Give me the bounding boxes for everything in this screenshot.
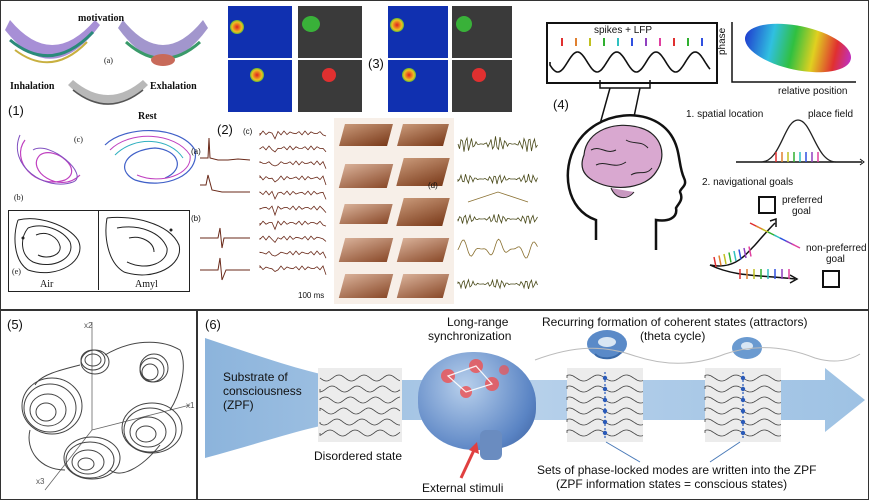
contour-map-air <box>14 218 81 274</box>
phase-axes <box>731 22 856 83</box>
non-preferred-label: non-preferred <box>806 243 867 254</box>
recurring-formation-label: Recurring formation of coherent states (… <box>542 315 808 329</box>
caption-connectors <box>605 441 741 463</box>
axis-x1-label: x1 <box>186 401 195 410</box>
eeg-traces <box>457 136 538 290</box>
external-stimuli-label: External stimuli <box>422 481 504 495</box>
inhalation-label: Inhalation <box>10 81 55 92</box>
place-field-curve <box>736 119 865 166</box>
mesh-surface-exhalation <box>118 20 208 66</box>
zpf-information-label: (ZPF information states = conscious stat… <box>556 477 788 491</box>
mesh-surface-inhalation <box>5 20 100 64</box>
sublabel-2a: (a) <box>191 147 201 156</box>
contour-map-box <box>8 210 190 292</box>
scale-bar-label: 100 ms <box>298 291 325 300</box>
place-field-label: place field <box>808 109 854 120</box>
lfp-spikes-plot <box>549 38 711 73</box>
rest-label: Rest <box>138 111 157 122</box>
theta-cycle-label: (theta cycle) <box>640 329 706 343</box>
preferred-goal-box <box>758 196 776 214</box>
panel-3-label: (3) <box>368 56 384 71</box>
panel-4-label: (4) <box>553 97 569 112</box>
voltage-traces-left <box>200 137 251 281</box>
panel-1-label: (1) <box>8 103 24 118</box>
path-map-3 <box>452 6 512 58</box>
panel-2-label: (2) <box>217 122 233 137</box>
sublabel-e: (e) <box>12 267 21 276</box>
path-map-2 <box>298 60 362 112</box>
motivation-label: motivation <box>78 13 125 24</box>
long-range-label: Long-range <box>447 315 509 329</box>
relative-position-label: relative position <box>778 86 848 97</box>
contour-map-amyl <box>105 216 180 276</box>
head-with-brain-icon <box>566 114 687 250</box>
sets-phase-locked-label: Sets of phase-locked modes are written i… <box>537 463 817 477</box>
firing-map-4 <box>388 60 448 112</box>
spatial-location-label: 1. spatial location <box>686 109 764 120</box>
non-preferred-goal-label: goal <box>826 254 845 265</box>
substrate-label-3: (ZPF) <box>223 398 254 412</box>
spikes-lfp-title: spikes + LFP <box>594 25 653 36</box>
sublabel-b: (b) <box>14 193 24 202</box>
sublabel-a: (a) <box>104 56 113 65</box>
axis-x3-label: x3 <box>36 477 45 486</box>
panel-6-label: (6) <box>205 317 221 332</box>
phase-locked-waves-2 <box>704 372 782 438</box>
disordered-waves <box>319 374 401 437</box>
substrate-label-1: Substrate of <box>223 370 288 384</box>
substrate-label-2: consciousness <box>223 384 302 398</box>
path-map-1 <box>298 6 362 58</box>
path-map-4 <box>452 60 512 112</box>
attractor-network-plot <box>21 322 191 491</box>
sublabel-2c: (c) <box>243 127 253 136</box>
voltage-traces-right <box>259 130 327 275</box>
air-label: Air <box>40 279 54 290</box>
firing-map-2 <box>228 60 292 112</box>
exhalation-label: Exhalation <box>150 81 197 92</box>
firing-map-3 <box>388 6 448 58</box>
sublabel-2d: (d) <box>428 181 438 190</box>
panel-5-label: (5) <box>7 317 23 332</box>
trajectory-arrows <box>709 217 801 284</box>
surface-plots <box>334 118 454 304</box>
phase-axis-label: phase <box>717 27 728 55</box>
synchronization-label: synchronization <box>428 329 512 343</box>
axis-x2-top-label: x2 <box>84 321 93 330</box>
disordered-state-label: Disordered state <box>314 449 403 463</box>
theta-cycle-arc <box>534 347 861 364</box>
non-preferred-goal-box <box>822 270 840 288</box>
phase-locked-waves-1 <box>566 372 644 438</box>
firing-map-1 <box>228 6 292 58</box>
contour-map-divider <box>98 210 99 290</box>
attractor-trajectories <box>17 129 196 185</box>
preferred-label: preferred <box>782 195 823 206</box>
navigational-goals-label: 2. navigational goals <box>702 177 794 188</box>
mesh-surface-rest <box>68 80 148 105</box>
sublabel-2b: (b) <box>191 214 201 223</box>
disordered-state-box <box>318 368 402 442</box>
brainstem <box>480 430 502 460</box>
external-stimuli-arrow <box>459 442 479 479</box>
amyl-label: Amyl <box>135 279 158 290</box>
lfp-box <box>546 22 718 84</box>
preferred-goal-label: goal <box>792 206 811 217</box>
sync-hotspots <box>441 359 509 398</box>
sublabel-c: (c) <box>74 135 83 144</box>
